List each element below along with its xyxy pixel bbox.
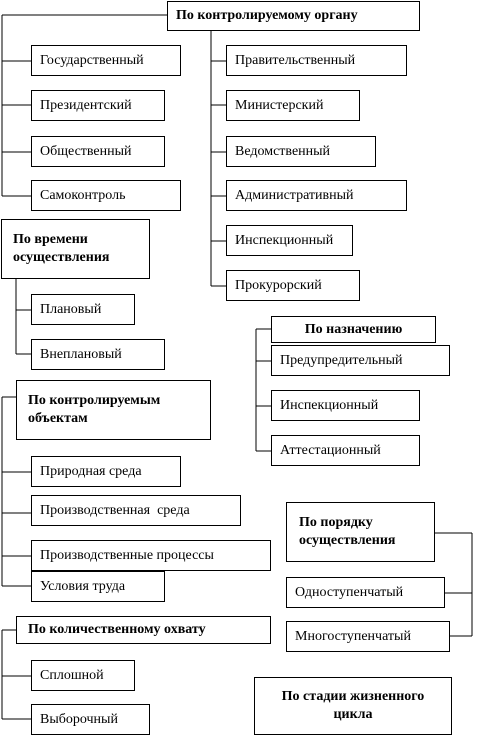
category-by-organ-header: По контролируемому органу xyxy=(167,1,420,31)
item-proizvodstvennaya-sreda: Производственная среда xyxy=(31,495,241,526)
item-sploshnoy: Сплошной xyxy=(31,660,135,691)
item-inspektsionny-purpose: Инспекционный xyxy=(271,390,420,421)
category-by-order-header: По порядку осуществления xyxy=(286,502,435,562)
category-by-purpose-header: По назначению xyxy=(271,316,436,343)
item-proizvodstvennye-protsessy: Производственные процессы xyxy=(31,540,271,571)
item-obshchestvenny: Общественный xyxy=(31,136,165,167)
item-vedomstvenny: Ведомственный xyxy=(226,136,376,167)
item-prirodnaya-sreda: Природная среда xyxy=(31,456,181,487)
item-ministersky: Министерский xyxy=(226,90,360,121)
item-vneplanovy: Внеплановый xyxy=(31,339,165,370)
item-planovy: Плановый xyxy=(31,294,135,325)
item-prezidentsky: Президентский xyxy=(31,90,165,121)
item-proizvodstvennaya-sreda-label: Производственная среда xyxy=(40,502,190,518)
item-samokontrol: Самоконтроль xyxy=(31,180,181,211)
item-attestatsionny: Аттестационный xyxy=(271,435,420,466)
item-vyborochny: Выборочный xyxy=(31,704,150,735)
category-by-lifecycle-header: По стадии жизненного цикла xyxy=(254,677,452,735)
category-by-time-header: По времени осуществления xyxy=(1,219,150,279)
item-prokurorsky: Прокурорский xyxy=(226,270,360,301)
item-odnostupenchaty: Одноступенчатый xyxy=(286,577,445,608)
item-mnogostupenchaty: Многоступенчатый xyxy=(286,621,450,652)
item-inspektsionny-organ: Инспекционный xyxy=(226,225,353,256)
item-usloviya-truda: Условия труда xyxy=(31,571,165,602)
item-pravitelstvenny: Правительственный xyxy=(226,45,407,76)
item-gosudarstvenny: Государственный xyxy=(31,45,181,76)
category-by-objects-header: По контролируемым объектам xyxy=(16,380,211,440)
category-by-coverage-header: По количественному охвату xyxy=(16,616,271,644)
item-administrativny: Административный xyxy=(226,180,407,211)
item-preduprediteny: Предупредительный xyxy=(271,345,450,376)
